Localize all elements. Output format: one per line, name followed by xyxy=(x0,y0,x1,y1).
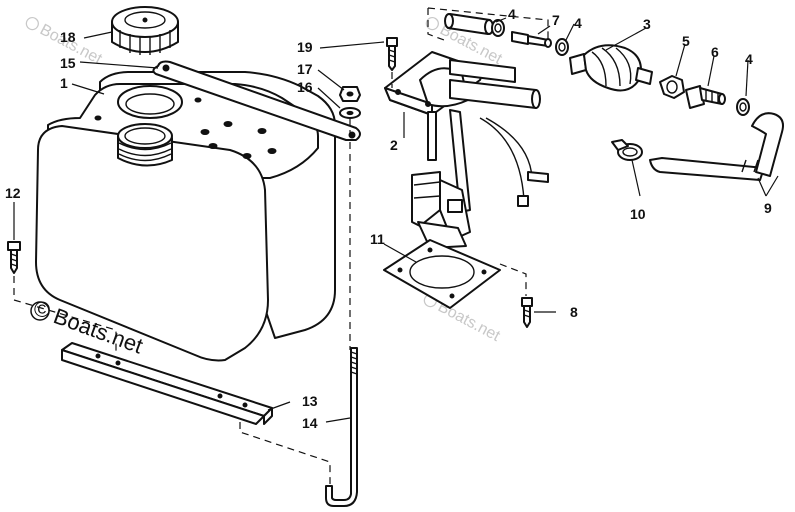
callout-2: 2 xyxy=(390,137,398,153)
callout-6: 6 xyxy=(711,44,719,60)
gasket-11 xyxy=(383,239,501,309)
callout-16: 16 xyxy=(297,79,313,95)
fuel-cap xyxy=(111,6,179,55)
leader-lines xyxy=(13,17,779,423)
callout-1: 1 xyxy=(60,75,68,91)
clamp-4c xyxy=(736,98,750,116)
fuel-pickup-assembly xyxy=(384,51,549,249)
callout-13: 13 xyxy=(302,393,318,409)
callout-4c: 4 xyxy=(745,51,753,67)
callout-11: 11 xyxy=(370,231,385,247)
callout-15: 15 xyxy=(60,55,76,71)
callout-19: 19 xyxy=(297,39,313,55)
callout-8: 8 xyxy=(570,304,578,320)
tank-top-mounting-holes xyxy=(94,97,277,159)
primer-bulb-3 xyxy=(569,44,653,92)
hook-rod-14 xyxy=(325,347,358,507)
screw-8 xyxy=(521,297,533,328)
fuel-tank xyxy=(35,71,336,362)
callout-4a: 4 xyxy=(508,6,516,22)
washer-16 xyxy=(339,107,361,119)
nut-5 xyxy=(659,75,685,99)
clamp-4b xyxy=(555,38,569,56)
callout-14: 14 xyxy=(302,415,318,431)
clamp-4a xyxy=(491,19,505,37)
fuel-hose-9 xyxy=(649,112,784,181)
clamp-10 xyxy=(611,139,643,161)
callout-7: 7 xyxy=(552,12,560,28)
nut-17 xyxy=(339,86,361,102)
copyright-symbol: © xyxy=(34,297,50,322)
alignment-lines xyxy=(13,7,549,484)
screw-12 xyxy=(7,241,21,274)
callout-3: 3 xyxy=(643,16,651,32)
hose-short xyxy=(444,13,494,35)
callout-17: 17 xyxy=(297,61,313,77)
callout-12: 12 xyxy=(5,185,21,201)
callout-5: 5 xyxy=(682,33,690,49)
callout-9: 9 xyxy=(764,200,772,216)
callout-10: 10 xyxy=(630,206,646,222)
connector-6 xyxy=(685,85,726,109)
callout-18: 18 xyxy=(60,29,76,45)
callout-4b: 4 xyxy=(574,15,582,31)
fitting-7 xyxy=(511,31,552,48)
callouts: 1 2 3 4 4 4 5 6 7 8 9 10 11 12 13 14 15 … xyxy=(5,6,772,431)
bracket-13 xyxy=(61,342,273,425)
screw-19 xyxy=(386,37,398,71)
